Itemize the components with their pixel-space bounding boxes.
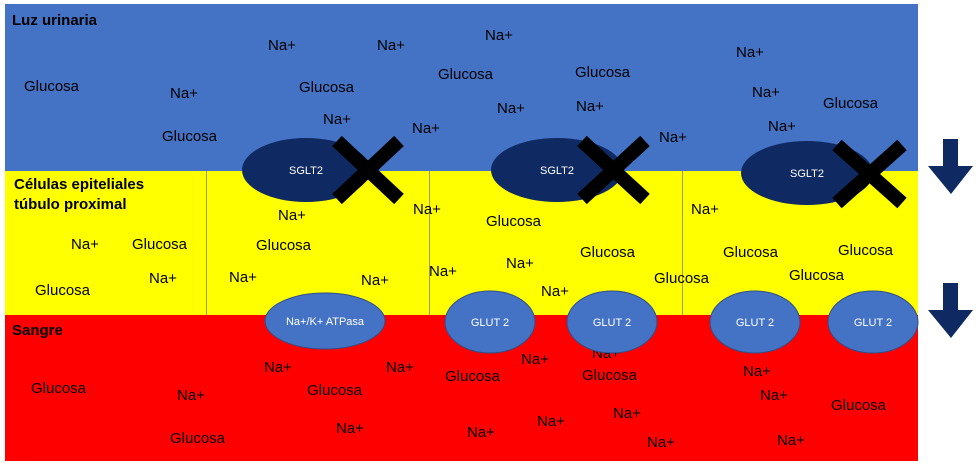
sodium-label: Na+ [386, 359, 414, 376]
glucose-label: Glucosa [162, 128, 218, 145]
blood-title: Sangre [12, 322, 63, 339]
glucose-label: Glucosa [723, 244, 779, 261]
sodium-label: Na+ [537, 413, 565, 430]
sodium-label: Na+ [467, 424, 495, 441]
glut2-label: GLUT 2 [736, 317, 774, 329]
glucose-label: Glucosa [838, 242, 894, 259]
glut2-transporter: GLUT 2 [827, 290, 919, 354]
glucose-label: Glucosa [575, 64, 631, 81]
glut2-transporter: GLUT 2 [444, 290, 536, 354]
sodium-label: Na+ [429, 263, 457, 280]
glut2-transporter: GLUT 2 [709, 290, 801, 354]
sodium-label: Na+ [485, 27, 513, 44]
glucose-label: Glucosa [445, 368, 501, 385]
sodium-label: Na+ [264, 359, 292, 376]
sodium-label: Na+ [229, 269, 257, 286]
cell-divider [429, 171, 430, 315]
sodium-label: Na+ [323, 111, 351, 128]
sodium-label: Na+ [71, 236, 99, 253]
sglt2-label: SGLT2 [540, 165, 574, 177]
glucose-label: Glucosa [31, 380, 87, 397]
sodium-label: Na+ [691, 201, 719, 218]
glucose-label: Glucosa [170, 430, 226, 447]
glucose-label: Glucosa [132, 236, 188, 253]
glucose-label: Glucosa [256, 237, 312, 254]
inhibition-x-icon [332, 135, 404, 205]
sodium-label: Na+ [736, 44, 764, 61]
sodium-label: Na+ [413, 201, 441, 218]
glut2-transporter: GLUT 2 [566, 290, 658, 354]
glucose-label: Glucosa [789, 267, 845, 284]
sodium-label: Na+ [268, 37, 296, 54]
glucose-label: Glucosa [299, 79, 355, 96]
epithelial-cells-title-line1: Células epiteliales [14, 176, 145, 193]
sodium-label: Na+ [377, 37, 405, 54]
sodium-label: Na+ [521, 351, 549, 368]
na-k-atpase-pump: Na+/K+ ATPasa [264, 292, 386, 350]
sodium-label: Na+ [361, 272, 389, 289]
sodium-label: Na+ [743, 363, 771, 380]
sodium-label: Na+ [752, 84, 780, 101]
inhibition-x-icon [577, 135, 650, 205]
sodium-label: Na+ [768, 118, 796, 135]
glucose-label: Glucosa [24, 78, 80, 95]
glut2-label: GLUT 2 [593, 317, 631, 329]
sodium-label: Na+ [576, 98, 604, 115]
sodium-label: Na+ [278, 207, 306, 224]
glut2-label: GLUT 2 [854, 317, 892, 329]
na-k-atpase-label: Na+/K+ ATPasa [286, 316, 365, 328]
sodium-label: Na+ [177, 387, 205, 404]
glucose-label: Glucosa [823, 95, 879, 112]
down-arrow-icon [928, 283, 973, 338]
sodium-label: Na+ [647, 434, 675, 451]
sglt2-label: SGLT2 [289, 165, 323, 177]
sodium-label: Na+ [613, 405, 641, 422]
cell-divider [682, 171, 683, 315]
glucose-label: Glucosa [580, 244, 636, 261]
glucose-label: Glucosa [654, 270, 710, 287]
sodium-label: Na+ [506, 255, 534, 272]
sodium-label: Na+ [336, 420, 364, 437]
glucose-label: Glucosa [582, 367, 638, 384]
glut2-label: GLUT 2 [471, 317, 509, 329]
sglt2-label: SGLT2 [790, 168, 824, 180]
urinary-lumen-title: Luz urinaria [12, 12, 98, 29]
sodium-label: Na+ [777, 432, 805, 449]
glucose-label: Glucosa [35, 282, 91, 299]
sodium-label: Na+ [170, 85, 198, 102]
sodium-label: Na+ [541, 283, 569, 300]
down-arrow-icon [928, 139, 973, 194]
sodium-label: Na+ [412, 120, 440, 137]
urinary-lumen-zone [5, 4, 918, 171]
sglt2-transporter: SGLT2 [242, 138, 370, 202]
glucose-label: Glucosa [438, 66, 494, 83]
glucose-label: Glucosa [486, 213, 542, 230]
sodium-label: Na+ [149, 270, 177, 287]
cell-divider [206, 171, 207, 315]
epithelial-cells-title-line2: túbulo proximal [14, 196, 127, 213]
glucose-label: Glucosa [307, 382, 363, 399]
sodium-label: Na+ [659, 129, 687, 146]
sodium-label: Na+ [497, 100, 525, 117]
glucose-label: Glucosa [831, 397, 887, 414]
inhibition-x-icon [832, 139, 907, 209]
sodium-label: Na+ [760, 387, 788, 404]
